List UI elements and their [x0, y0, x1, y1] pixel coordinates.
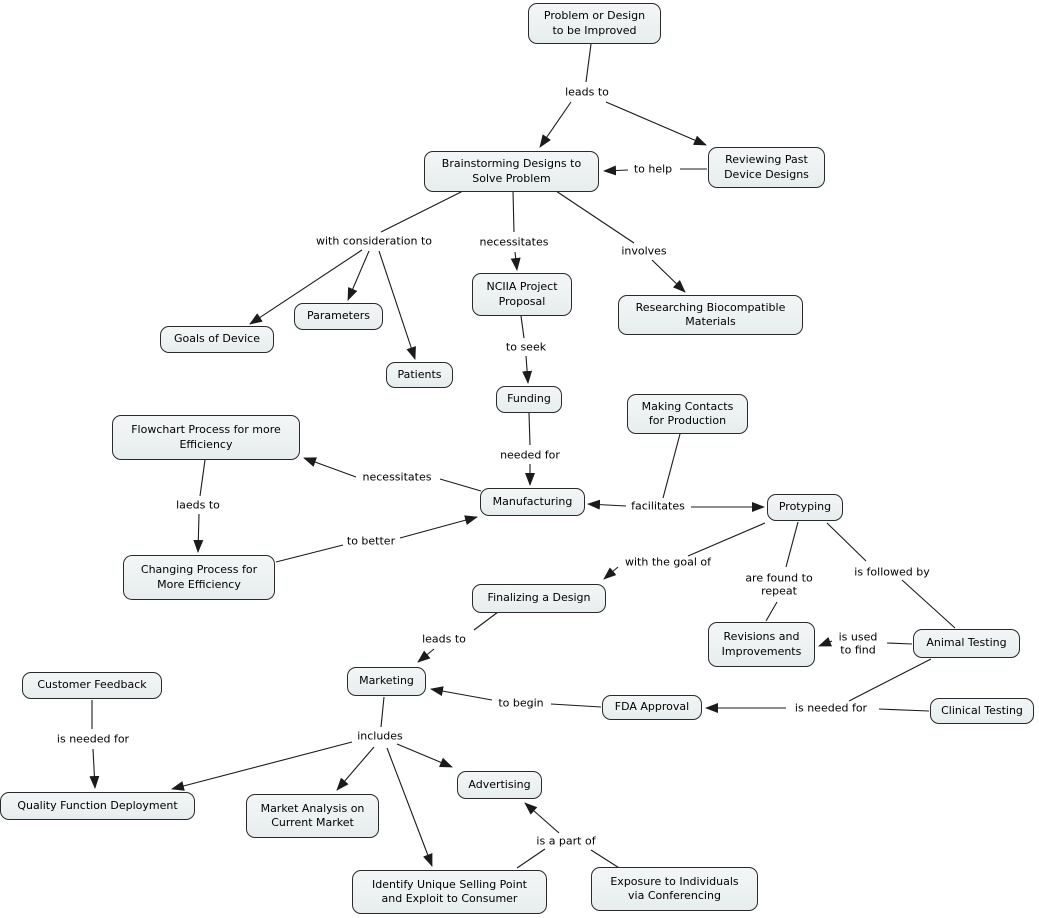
edge-line: [528, 412, 531, 446]
edge-line: [585, 43, 592, 83]
node-making-contacts[interactable]: Making Contacts for Production: [627, 394, 748, 434]
edge-arrow: [430, 686, 493, 701]
edge-line: [473, 611, 499, 631]
node-animal-testing[interactable]: Animal Testing: [913, 629, 1020, 658]
node-clinical-testing[interactable]: Clinical Testing: [930, 698, 1034, 724]
link-to-help[interactable]: to help: [633, 162, 673, 176]
node-revisions-improvements[interactable]: Revisions and Improvements: [708, 622, 815, 667]
node-researching-biocompatible[interactable]: Researching Biocompatible Materials: [618, 295, 803, 335]
node-identify-selling-point[interactable]: Identify Unique Selling Point and Exploi…: [352, 870, 547, 914]
node-quality-function-deployment[interactable]: Quality Function Deployment: [0, 792, 195, 820]
link-is-followed-by[interactable]: is followed by: [854, 565, 930, 579]
edge-arrow: [417, 648, 435, 663]
link-leads-to-2[interactable]: leads to: [422, 632, 466, 646]
edge-arrow: [386, 747, 433, 867]
link-to-seek[interactable]: to seek: [505, 340, 547, 354]
edge-arrow: [818, 637, 833, 647]
edge-line: [765, 601, 778, 622]
node-parameters[interactable]: Parameters: [294, 303, 383, 330]
edge-arrow: [336, 746, 375, 791]
edge-line: [826, 522, 867, 562]
link-needed-for[interactable]: needed for: [500, 448, 560, 462]
edge-line: [662, 433, 681, 499]
node-advertising[interactable]: Advertising: [457, 771, 542, 799]
node-marketing[interactable]: Marketing: [347, 667, 426, 696]
edge-arrow: [171, 741, 353, 791]
edge-line: [380, 696, 385, 728]
edge-arrow: [539, 101, 572, 148]
link-involves[interactable]: involves: [621, 244, 667, 258]
edge-line: [550, 703, 602, 708]
link-are-found-to-repeat[interactable]: are found to repeat: [745, 571, 813, 598]
edge-arrow: [193, 513, 204, 553]
link-is-needed-for-right[interactable]: is needed for: [794, 701, 868, 715]
node-funding[interactable]: Funding: [496, 386, 562, 413]
node-market-analysis[interactable]: Market Analysis on Current Market: [246, 794, 379, 838]
edge-arrow: [249, 249, 363, 325]
link-necessitates-2[interactable]: necessitates: [362, 470, 432, 484]
edge-arrow: [378, 250, 416, 360]
edge-arrow: [396, 743, 453, 768]
node-brainstorming-designs[interactable]: Brainstorming Designs to Solve Problem: [424, 151, 599, 192]
node-exposure-conferencing[interactable]: Exposure to Individuals via Conferencing: [591, 867, 758, 911]
link-to-begin[interactable]: to begin: [498, 696, 544, 710]
edge-arrow: [524, 802, 560, 834]
link-laeds-to[interactable]: laeds to: [176, 498, 220, 512]
edge-line: [785, 521, 799, 568]
link-is-a-part-of[interactable]: is a part of: [536, 834, 596, 848]
node-fda-approval[interactable]: FDA Approval: [602, 695, 702, 720]
edge-line: [878, 708, 930, 712]
edge-arrow: [510, 251, 521, 271]
edge-arrow: [603, 165, 629, 176]
node-manufacturing[interactable]: Manufacturing: [480, 488, 585, 516]
node-problem-or-design[interactable]: Problem or Design to be Improved: [528, 3, 661, 44]
edge-arrow: [522, 355, 533, 384]
link-with-consideration[interactable]: with consideration to: [316, 234, 432, 248]
edge-line: [555, 190, 635, 244]
edge-line: [199, 459, 206, 497]
edge-arrow: [347, 250, 370, 301]
edge-line: [901, 579, 956, 629]
edge-line: [520, 315, 525, 339]
node-goals-of-device[interactable]: Goals of Device: [160, 326, 274, 353]
node-flowchart-process[interactable]: Flowchart Process for more Efficiency: [112, 415, 300, 460]
link-is-needed-for-left[interactable]: is needed for: [56, 732, 130, 746]
edge-line: [886, 642, 913, 645]
node-nciia-project-proposal[interactable]: NCIIA Project Proposal: [472, 273, 572, 316]
node-protyping[interactable]: Protyping: [767, 494, 843, 521]
edge-arrow: [399, 515, 478, 539]
edge-arrow: [605, 101, 707, 146]
edge-arrow: [603, 566, 619, 580]
edge-line: [516, 848, 546, 869]
edge-arrow: [587, 499, 627, 510]
edge-line: [439, 478, 482, 492]
node-changing-process[interactable]: Changing Process for More Efficiency: [123, 555, 275, 600]
node-reviewing-past-designs[interactable]: Reviewing Past Device Designs: [708, 147, 825, 188]
node-customer-feedback[interactable]: Customer Feedback: [22, 672, 162, 699]
node-patients[interactable]: Patients: [386, 362, 453, 388]
link-includes[interactable]: includes: [357, 729, 403, 743]
link-to-better[interactable]: to better: [346, 534, 396, 548]
edge-line: [687, 522, 766, 557]
edge-arrow: [303, 457, 357, 478]
link-with-the-goal-of[interactable]: with the goal of: [625, 555, 711, 569]
link-facilitates[interactable]: facilitates: [631, 499, 685, 513]
link-necessitates-1[interactable]: necessitates: [479, 235, 549, 249]
edge-line: [512, 190, 515, 233]
node-finalizing-a-design[interactable]: Finalizing a Design: [472, 584, 606, 613]
edge-line: [848, 658, 932, 702]
edge-line: [275, 544, 344, 563]
edge-arrow: [89, 748, 100, 789]
link-leads-to-1[interactable]: leads to: [565, 85, 609, 99]
edge-arrow: [651, 259, 686, 293]
edge-line: [380, 190, 464, 233]
link-is-used-to-find[interactable]: is used to find: [838, 630, 878, 657]
